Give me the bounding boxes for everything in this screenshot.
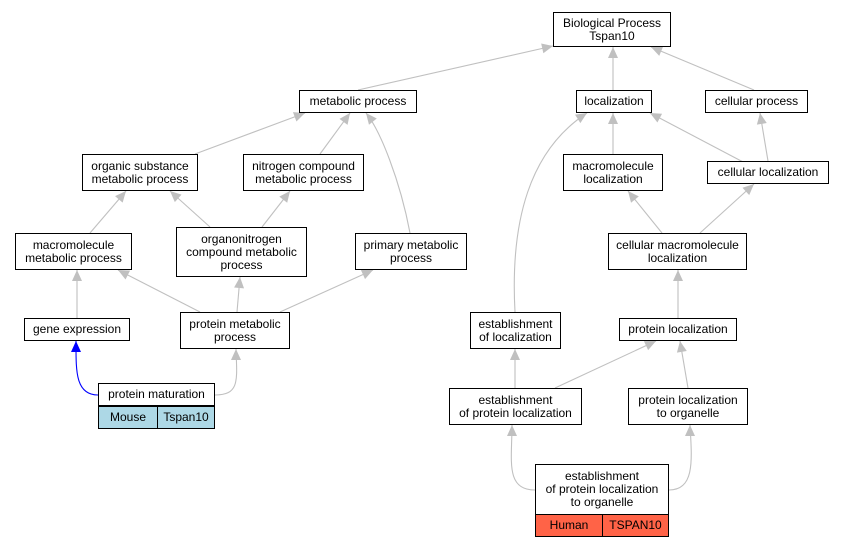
edge-macloc-to-localization-arrowhead [608, 113, 618, 124]
node-protein-metabolic-process[interactable]: protein metabolic process [180, 312, 290, 349]
node-metabolic-process[interactable]: metabolic process [299, 90, 417, 113]
node-gene-expression[interactable]: gene expression [24, 318, 130, 341]
node-cellular-localization[interactable]: cellular localization [707, 161, 829, 184]
edge-cml-to-macloc-arrowhead [628, 191, 639, 203]
edge-gene-expr-to-macmet-arrowhead [72, 270, 82, 281]
node-primary-metabolic-process[interactable]: primary metabolic process [355, 233, 467, 270]
edge-macmet-to-organic-arrowhead [115, 191, 126, 203]
node-protein-localization[interactable]: protein localization [619, 318, 737, 341]
edge-cml-to-cellloc [699, 183, 755, 234]
human-species-cell: Human [535, 514, 603, 537]
edge-metabolic-to-bio-arrowhead [541, 43, 553, 54]
edge-organic-to-metabolic [194, 112, 306, 155]
edge-primary-to-metabolic-arrowhead [366, 113, 377, 125]
edge-estorg-to-protorg-arrowhead [685, 425, 695, 436]
node-nitrogen-compound-metabolic-process[interactable]: nitrogen compound metabolic process [243, 154, 364, 191]
edge-cellular-process-to-bio [650, 46, 755, 91]
edge-estprot-to-protloc-arrowhead [643, 341, 656, 351]
node-establishment-of-protein-localization-to-organelle[interactable]: establishment of protein localization to… [535, 464, 669, 515]
node-establishment-of-protein-localization[interactable]: establishment of protein localization [449, 388, 582, 425]
edge-organic-to-metabolic-arrowhead [292, 112, 305, 122]
edge-estorg-to-estprot-arrowhead [507, 425, 517, 436]
human-gene-cell: TSPAN10 [602, 514, 669, 537]
node-protein-maturation[interactable]: protein maturation [98, 383, 215, 406]
edge-estloc-to-localization-arrowhead [575, 113, 587, 124]
edge-nitrogen-to-metabolic-arrowhead [339, 113, 350, 125]
edge-organo-to-organic-arrowhead [170, 191, 182, 203]
edge-estprot-to-estloc-arrowhead [510, 349, 520, 360]
node-biological-process[interactable]: Biological Process Tspan10 [553, 12, 671, 47]
edge-cellloc-to-cellular-process-arrowhead [756, 113, 767, 125]
edge-protmet-to-macmet-arrowhead [118, 270, 131, 280]
edge-primary-to-metabolic [365, 112, 411, 234]
edge-protmet-to-organo-arrowhead [234, 277, 245, 289]
node-organic-substance-metabolic-process[interactable]: organic substance metabolic process [82, 154, 198, 191]
edge-cellular-process-to-bio-arrowhead [651, 46, 664, 56]
edge-localization-to-bio-arrowhead [608, 47, 618, 58]
edge-cellloc-to-localization-arrowhead [650, 113, 663, 123]
node-macromolecule-metabolic-process[interactable]: macromolecule metabolic process [15, 233, 132, 270]
edge-protmet-to-primary [279, 269, 374, 313]
node-organonitrogen-compound-metabolic-process[interactable]: organonitrogen compound metabolic proces… [176, 227, 307, 277]
edge-metabolic-to-bio [357, 45, 554, 91]
node-establishment-of-localization[interactable]: establishment of localization [470, 312, 561, 349]
node-cellular-macromolecule-localization[interactable]: cellular macromolecule localization [608, 233, 747, 270]
edge-protmat-to-gene-expr-arrowhead [71, 341, 81, 352]
edge-protmet-to-primary-arrowhead [360, 269, 373, 280]
edge-estprot-to-protloc [554, 340, 657, 389]
node-protein-localization-to-organelle[interactable]: protein localization to organelle [628, 388, 748, 425]
node-cellular-process[interactable]: cellular process [705, 90, 808, 113]
edge-protmet-to-macmet [117, 269, 201, 313]
edge-protloc-to-cml-arrowhead [673, 270, 683, 281]
edge-protmat-to-protmet-arrowhead [231, 349, 241, 360]
edge-estloc-to-localization [513, 112, 588, 313]
mouse-species-cell: Mouse [98, 406, 158, 429]
edge-organo-to-nitrogen-arrowhead [279, 191, 290, 203]
node-macromolecule-localization[interactable]: macromolecule localization [563, 154, 663, 191]
edge-protorg-to-protloc-arrowhead [676, 341, 687, 353]
mouse-gene-cell: Tspan10 [157, 406, 215, 429]
node-localization[interactable]: localization [576, 90, 652, 113]
edge-cml-to-cellloc-arrowhead [742, 184, 754, 196]
edge-cellloc-to-localization [649, 112, 746, 164]
